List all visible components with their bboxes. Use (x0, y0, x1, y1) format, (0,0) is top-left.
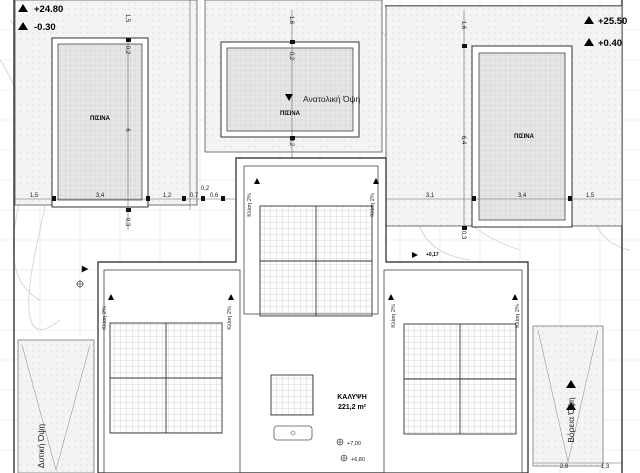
bottom-dim-2: 1,3 (601, 464, 610, 470)
spot-level-marker-b: +7,00 (336, 438, 361, 447)
svg-text:+6,80: +6,80 (351, 457, 365, 463)
north-elevation-marker-icon (566, 380, 576, 388)
slope-label-5: Κλίση 2% (391, 304, 397, 328)
north-elevation-marker-2-icon (566, 402, 576, 410)
vdim-8: 1,6 (460, 21, 466, 30)
svg-text:+25.50: +25.50 (598, 16, 627, 27)
dim-6: 0,2 (201, 186, 210, 192)
building-inner-lines (103, 165, 523, 473)
west-view-label: Δυτική Όψη (36, 424, 46, 469)
east-elevation-marker-icon (285, 94, 293, 101)
pool-left (51, 37, 149, 208)
vdim-9: 6,4 (460, 136, 466, 145)
skylight-center (259, 205, 373, 317)
skylight-right (403, 323, 517, 435)
svg-text:+0,17: +0,17 (426, 252, 439, 258)
east-view-label: Ανατολική Όψη (303, 94, 361, 104)
pool-right (471, 45, 573, 228)
vdim-5: 1,6 (288, 16, 294, 25)
slope-label-2: Κλίση 2% (370, 193, 376, 217)
vdim-7: 0,2 (288, 138, 294, 147)
roof-drain-icon (290, 430, 296, 436)
slope-label-4: Κλίση 2% (227, 306, 233, 330)
pool-center (220, 41, 360, 138)
vdim-3: 6 (124, 128, 130, 132)
slope-label-6: Κλίση 2% (515, 304, 521, 328)
dim-5: 0,6 (210, 193, 219, 199)
vdim-10: 0,3 (460, 231, 466, 240)
crosshair-markers (76, 265, 89, 288)
spot-level-marker-a: +0,17 (412, 252, 439, 258)
slope-arrows (108, 178, 518, 300)
side-ramps (17, 325, 604, 473)
vdim-4: 0,3 (124, 218, 130, 227)
bottom-dim-1: 2,8 (560, 464, 569, 470)
level-marker-top-left-2: -0.30 (18, 22, 56, 33)
spot-level-marker-c: +6,80 (340, 454, 365, 463)
dim-4: 0,7 (190, 193, 199, 199)
ramp-diagonals (21, 329, 599, 472)
dim-2: 3,4 (96, 193, 105, 199)
level-marker-top-right-2: +0.40 (584, 38, 622, 49)
slope-label-1: Κλίση 2% (247, 193, 253, 217)
roof-hatch (273, 425, 313, 441)
pool-right-label: ΠΙΣΙΝΑ (514, 134, 535, 140)
small-skylight (270, 374, 314, 416)
dim-3: 1,2 (163, 193, 172, 199)
vdim-6: 0,2 (288, 52, 294, 61)
skylight-left (109, 322, 223, 434)
coverage-label: ΚΑΛΥΨΗ (337, 394, 367, 401)
slope-label-3: Κλίση 2% (102, 306, 108, 330)
dim-9: 1,5 (586, 193, 595, 199)
level-marker-top-left-1: +24.80 (16, 2, 63, 15)
svg-text:-0.30: -0.30 (34, 22, 56, 33)
dim-1: 1,5 (30, 193, 39, 199)
dimension-ticks (52, 38, 572, 230)
level-marker-top-right-1: +25.50 (584, 16, 627, 27)
svg-text:+24.80: +24.80 (34, 4, 63, 15)
svg-text:+0.40: +0.40 (598, 38, 622, 49)
dim-8: 3,4 (518, 193, 527, 199)
coverage-area: 221,2 m² (338, 404, 367, 411)
dim-7: 3,1 (426, 193, 435, 199)
pool-center-label: ΠΙΣΙΝΑ (280, 111, 301, 117)
vdim-1: 1,5 (124, 14, 130, 23)
north-view-label: Βόρεια Όψη (566, 397, 576, 443)
svg-text:+7,00: +7,00 (347, 441, 361, 447)
pool-left-label: ΠΙΣΙΝΑ (90, 116, 111, 122)
vdim-2: 0,2 (124, 46, 130, 55)
